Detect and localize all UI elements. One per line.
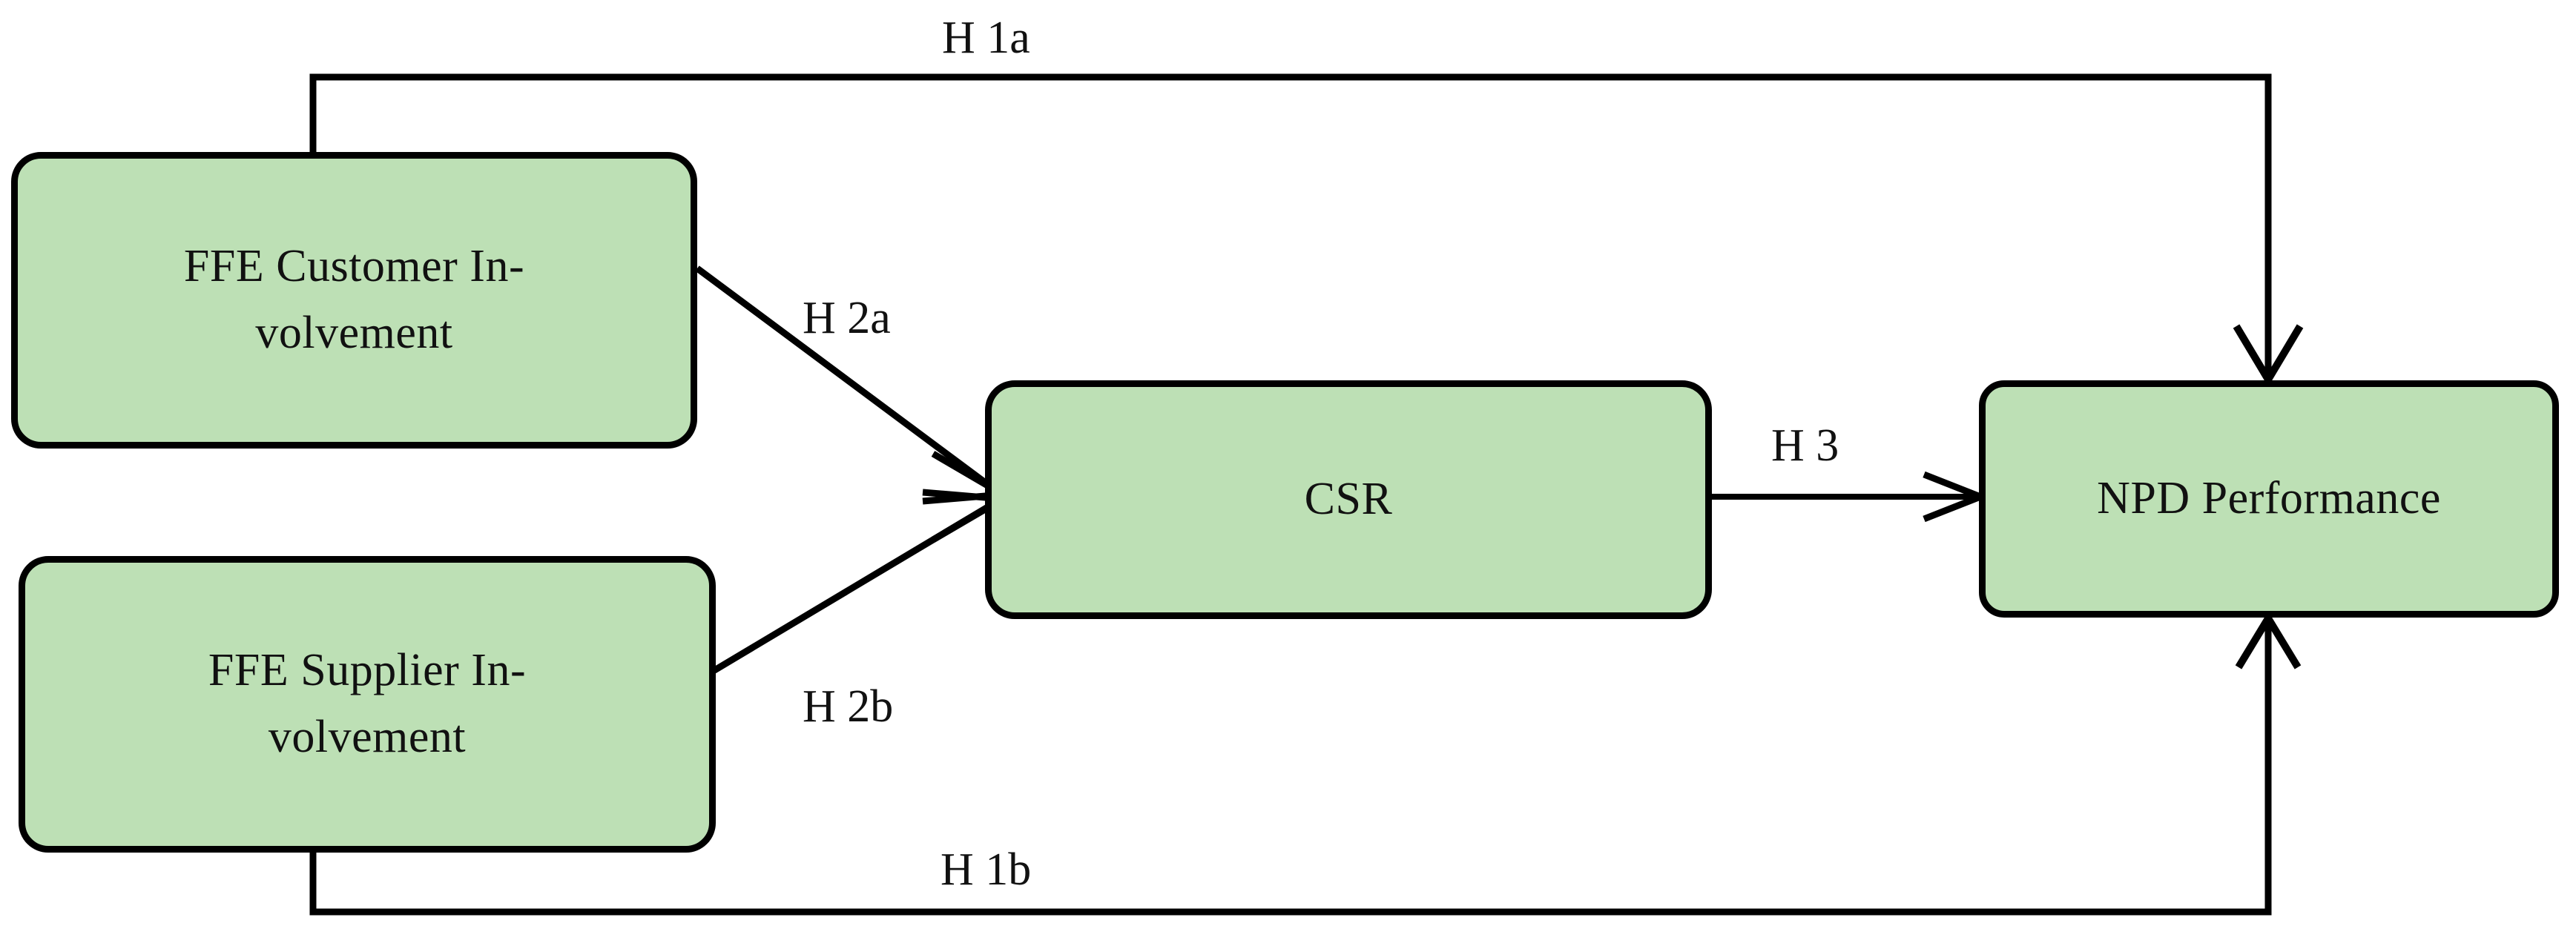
- edge-label-h2a: H 2a: [803, 293, 891, 343]
- edge-label-h3: H 3: [1771, 420, 1839, 471]
- node-csr[interactable]: CSR: [985, 380, 1712, 619]
- edge-label-h1a: H 1a: [942, 13, 1030, 63]
- edge-label-h1b: H 1b: [941, 844, 1032, 895]
- edge-h1a: [309, 73, 2304, 387]
- node-ffe-customer-involvement[interactable]: FFE Customer In- volvement: [11, 152, 697, 449]
- node-label-ffe-customer-involvement: FFE Customer In- volvement: [183, 241, 525, 358]
- edge-h3: [1710, 471, 1990, 523]
- node-label-csr: CSR: [1304, 474, 1393, 525]
- node-ffe-supplier-involvement[interactable]: FFE Supplier In- volvement: [19, 556, 716, 853]
- node-label-npd-performance: NPD Performance: [2097, 473, 2441, 524]
- edge-h2b: [702, 489, 1014, 679]
- edge-h1b: [309, 611, 2302, 916]
- node-npd-performance[interactable]: NPD Performance: [1979, 380, 2559, 618]
- edge-label-h2b: H 2b: [803, 681, 894, 732]
- node-label-ffe-supplier-involvement: FFE Supplier In- volvement: [208, 645, 527, 762]
